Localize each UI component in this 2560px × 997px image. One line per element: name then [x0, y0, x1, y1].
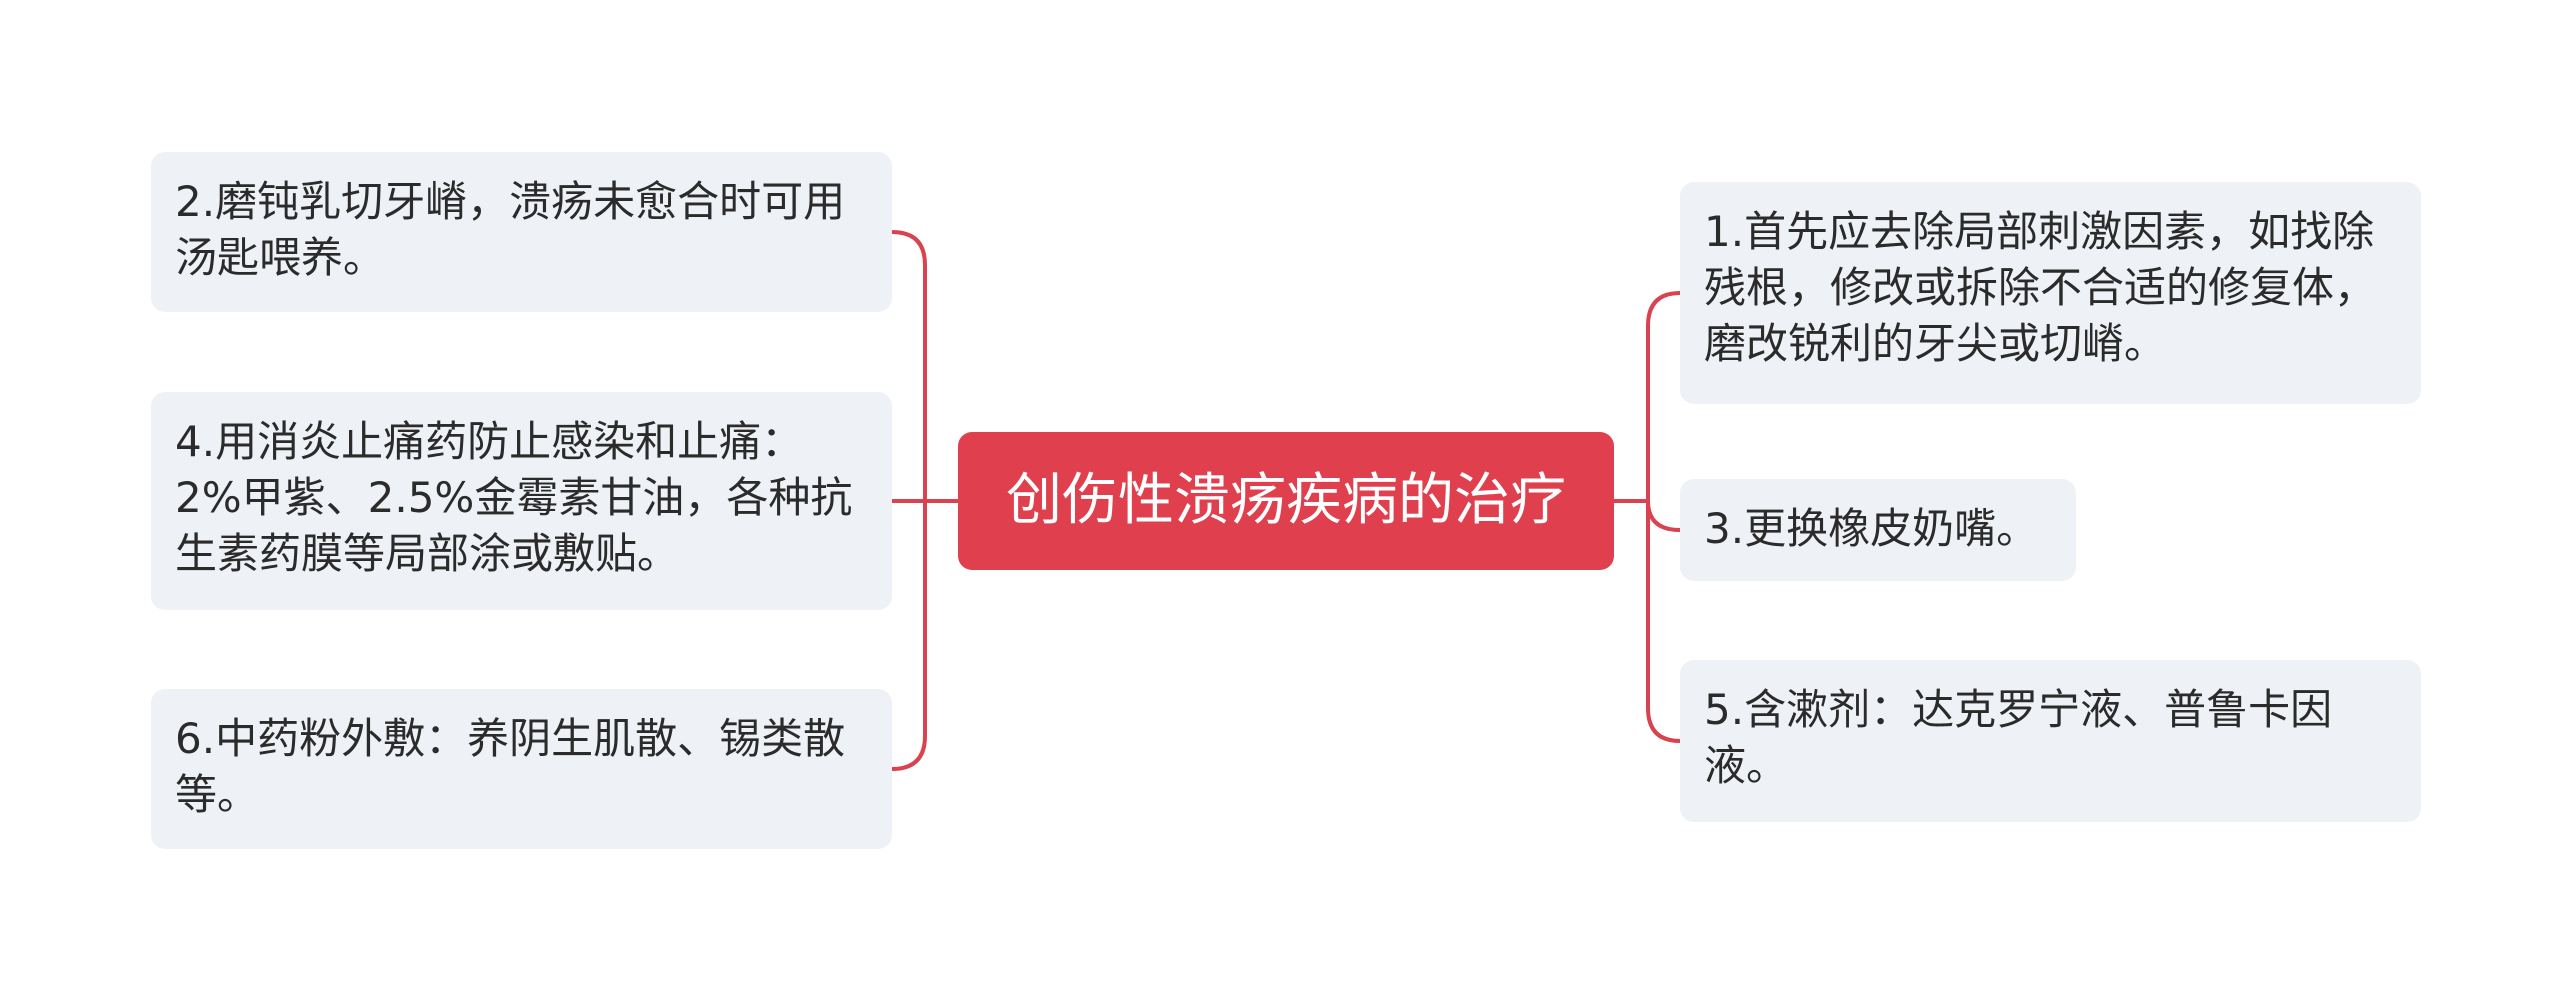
branch-node-3[interactable]: 3.更换橡皮奶嘴。 — [1680, 479, 2076, 581]
branch-node-5[interactable]: 5.含漱剂：达克罗宁液、普鲁卡因液。 — [1680, 660, 2421, 822]
connector-left-3 — [890, 499, 927, 771]
branch-node-6[interactable]: 6.中药粉外敷：养阴生肌散、锡类散等。 — [151, 689, 892, 849]
central-topic[interactable]: 创伤性溃疡疾病的治疗 — [958, 432, 1614, 570]
connector-right-1 — [1646, 291, 1682, 503]
branch-node-4[interactable]: 4.用消炎止痛药防止感染和止痛：2%甲紫、2.5%金霉素甘油，各种抗生素药膜等局… — [151, 392, 892, 610]
connector-right-2 — [1646, 499, 1682, 532]
connector-right-3 — [1646, 499, 1682, 743]
branch-node-1[interactable]: 1.首先应去除局部刺激因素，如找除残根，修改或拆除不合适的修复体，磨改锐利的牙尖… — [1680, 182, 2421, 404]
connector-left-1 — [890, 230, 927, 503]
branch-node-2[interactable]: 2.磨钝乳切牙嵴，溃疡未愈合时可用汤匙喂养。 — [151, 152, 892, 312]
